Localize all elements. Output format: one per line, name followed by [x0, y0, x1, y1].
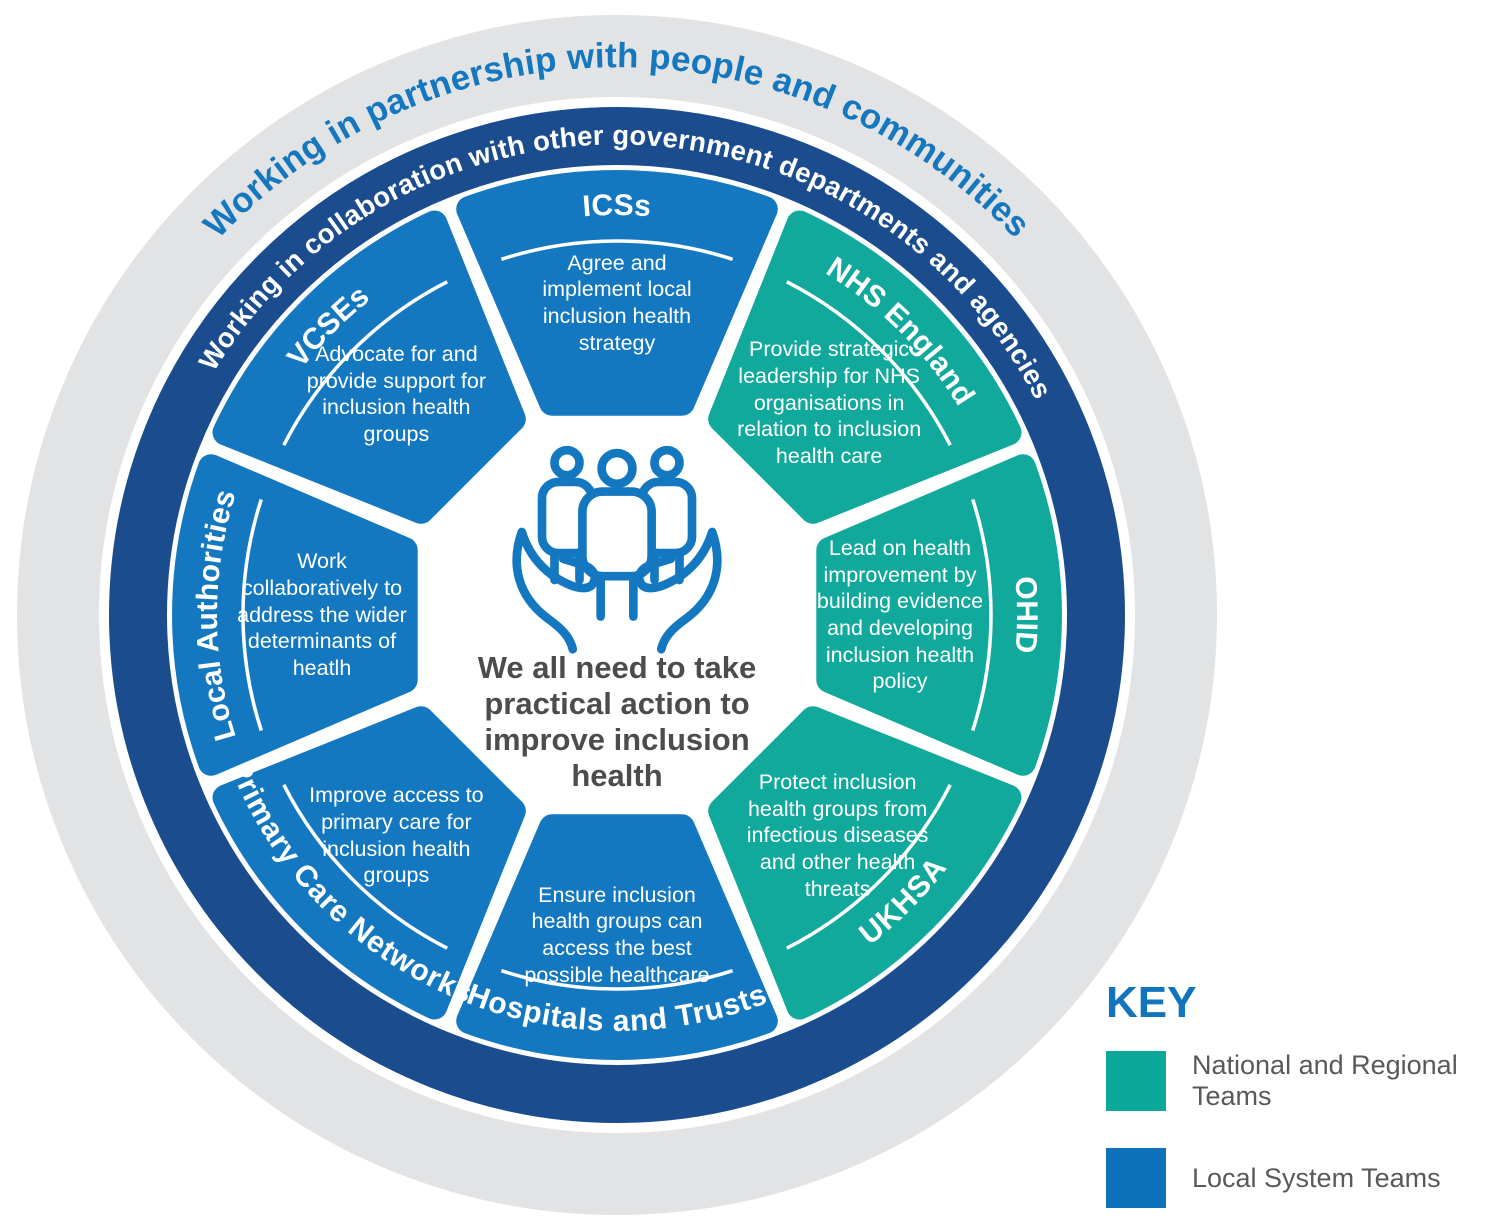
segment-vcses — [212, 210, 526, 524]
segment-nhs-england-description: Provide strategic leadership for NHS org… — [737, 337, 922, 468]
segment-icss-label: ICSs — [581, 189, 652, 224]
segment-ohid-label-divider — [971, 498, 993, 732]
navy-collaboration-ring — [109, 107, 1125, 1123]
key-item-label: Local System Teams — [1192, 1162, 1441, 1193]
segment-ukhsa-label-divider — [786, 784, 952, 950]
segment-nhs-england-label-divider — [786, 280, 952, 446]
key-item-national: National and Regional Teams — [1106, 1050, 1506, 1112]
outer-gray-ring — [17, 15, 1217, 1215]
segment-vcses-label-divider — [282, 280, 448, 446]
segment-hospitals-and-trusts-description: Ensure inclusion health groups can acces… — [524, 882, 710, 987]
segment-primary-care-networks-label-divider — [282, 784, 448, 950]
key-item-local: Local System Teams — [1106, 1148, 1506, 1208]
people-in-hands-icon — [492, 430, 742, 655]
segment-local-authorities-description: Work collaboratively to address the wide… — [237, 549, 407, 680]
segment-ukhsa-description: Protect inclusion health groups from inf… — [746, 769, 929, 901]
national-regional-teams-swatch — [1106, 1051, 1166, 1111]
segment-primary-care-networks-description: Improve access to primary care for inclu… — [309, 783, 484, 888]
segment-ohid — [816, 454, 1062, 776]
center-message: We all need to take practical action to … — [477, 650, 757, 793]
segment-icss — [456, 170, 778, 416]
key-title: KEY — [1106, 978, 1197, 1027]
segment-icss-description: Agree and implement local inclusion heal… — [542, 250, 692, 355]
segment-vcses-description: Advocate for and provide support for inc… — [306, 342, 486, 447]
key-item-label: National and Regional Teams — [1192, 1050, 1458, 1111]
segment-local-authorities — [172, 454, 418, 776]
segment-primary-care-networks — [212, 706, 526, 1020]
segment-ohid-label: OHID — [1008, 575, 1043, 654]
segment-ukhsa — [708, 706, 1022, 1020]
segment-hospitals-and-trusts-label-divider — [500, 969, 734, 991]
segment-ohid-description: Lead on health improvement by building e… — [816, 536, 984, 694]
key-legend: KEY National and Regional Teams Local Sy… — [1106, 978, 1506, 1228]
segment-hospitals-and-trusts — [456, 814, 778, 1060]
segment-nhs-england — [708, 210, 1022, 524]
segment-icss-label-divider — [500, 239, 734, 261]
local-system-teams-swatch — [1106, 1148, 1166, 1208]
segment-local-authorities-label-divider — [241, 498, 263, 732]
